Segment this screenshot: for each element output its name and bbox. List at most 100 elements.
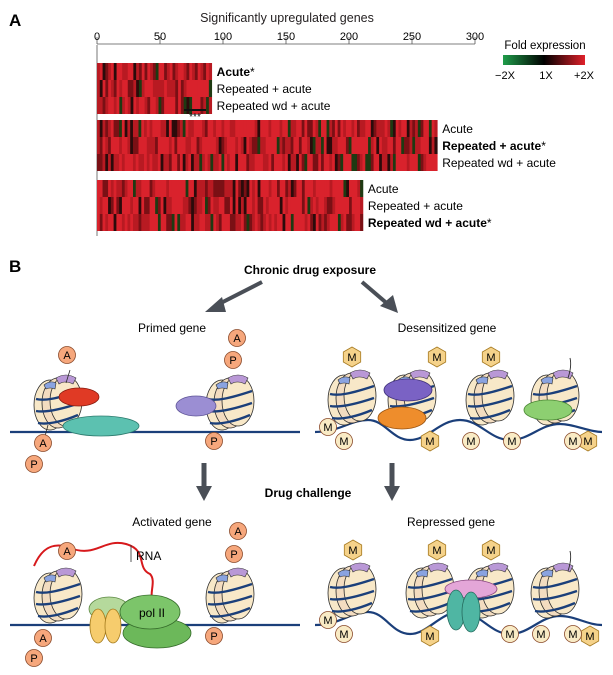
arrowhead-to-repressed <box>384 486 400 501</box>
svg-text:M: M <box>585 631 594 643</box>
fold-expression-legend: Fold expression −2X 1X +2X <box>495 40 595 82</box>
methylation-mark: M <box>335 625 353 643</box>
challenge-arrows <box>196 463 400 501</box>
acetylation-mark: A <box>34 434 52 452</box>
methylation-hex-mark: M <box>427 346 447 368</box>
svg-text:A: A <box>233 333 241 345</box>
arrowhead-to-primed <box>205 297 226 312</box>
rna-label: RNA <box>136 549 161 563</box>
heatmap-row-label: Repeated + acute* <box>442 139 546 153</box>
methylation-mark: M <box>319 418 337 436</box>
activated-gene-label: Activated gene <box>132 515 212 529</box>
axis-tick-label: 300 <box>466 31 484 43</box>
red-complex <box>58 387 100 407</box>
methylation-hex-mark: M <box>580 625 600 647</box>
methylation-hex-mark: M <box>420 625 440 647</box>
svg-text:P: P <box>210 631 217 643</box>
svg-text:M: M <box>568 629 577 641</box>
phosphorylation-mark: P <box>224 351 242 369</box>
teal-complex <box>62 415 140 437</box>
acetylation-mark: A <box>58 346 76 364</box>
legend-label-mid: 1X <box>539 70 553 82</box>
acetylation-mark: A <box>58 542 76 560</box>
svg-text:M: M <box>466 436 475 448</box>
axis-tick-label: 50 <box>154 31 166 43</box>
methylation-mark: M <box>335 432 353 450</box>
svg-text:M: M <box>568 436 577 448</box>
drug-challenge-label: Drug challenge <box>265 486 352 500</box>
methylation-hex-mark: M <box>578 430 598 452</box>
svg-text:A: A <box>39 633 47 645</box>
svg-text:P: P <box>229 355 236 367</box>
methylation-mark: M <box>503 432 521 450</box>
svg-text:M: M <box>432 545 441 557</box>
svg-text:A: A <box>63 546 71 558</box>
svg-text:A: A <box>63 350 71 362</box>
heatmap-row-label: Repeated wd + acute <box>217 99 331 113</box>
phosphorylation-mark: P <box>225 545 243 563</box>
svg-text:M: M <box>507 436 516 448</box>
purple-complex <box>175 395 217 417</box>
svg-text:M: M <box>486 545 495 557</box>
axis-tick-label: 100 <box>214 31 232 43</box>
methylation-hex-mark: M <box>481 346 501 368</box>
methylation-mark: M <box>462 432 480 450</box>
phosphorylation-mark: P <box>25 455 43 473</box>
svg-text:M: M <box>323 422 332 434</box>
chronic-arrows <box>205 280 398 313</box>
methylation-hex-mark: M <box>343 539 363 561</box>
arrowhead-to-activated <box>196 486 212 501</box>
methylation-hex-mark: M <box>420 430 440 452</box>
teal-repressor-right <box>461 591 481 633</box>
phosphorylation-mark: P <box>205 627 223 645</box>
methylation-hex-mark: M <box>427 539 447 561</box>
svg-text:M: M <box>486 352 495 364</box>
svg-text:M: M <box>505 629 514 641</box>
axis-tick-label: 250 <box>403 31 421 43</box>
heatmap-row-label: Repeated wd + acute <box>442 156 556 170</box>
heatmap-row-label: Acute* <box>217 65 255 79</box>
panel-b-letter: B <box>9 257 21 276</box>
heatmap-row-label: Acute <box>442 122 473 136</box>
legend-title: Fold expression <box>504 40 585 52</box>
methylation-mark: M <box>532 625 550 643</box>
heatmap-row-label: Repeated + acute <box>368 199 463 213</box>
axis-tick-label: 0 <box>94 31 100 43</box>
heatmap <box>97 63 438 231</box>
green-complex <box>523 399 573 421</box>
yellow-factor-left <box>89 608 107 644</box>
heatmap-axis-title: Significantly upregulated genes <box>200 11 374 25</box>
axis-tick-label: 150 <box>277 31 295 43</box>
pol-ii-label: pol II <box>139 606 165 620</box>
dna-strand <box>314 418 603 442</box>
methylation-mark: M <box>319 611 337 629</box>
svg-text:M: M <box>348 545 357 557</box>
heatmap-row-label: Repeated wd + acute* <box>368 216 492 230</box>
legend-gradient <box>503 55 585 65</box>
acetylation-mark: A <box>34 629 52 647</box>
phosphorylation-mark: P <box>25 649 43 667</box>
methylation-hex-mark: M <box>481 539 501 561</box>
acetylation-mark: A <box>228 329 246 347</box>
legend-label-high: +2X <box>574 70 595 82</box>
svg-text:M: M <box>339 629 348 641</box>
orange-repressor-complex <box>377 406 427 430</box>
svg-text:M: M <box>323 615 332 627</box>
methylation-mark: M <box>564 432 582 450</box>
heatmap-row-label: Repeated + acute <box>217 82 312 96</box>
chronic-drug-exposure-label: Chronic drug exposure <box>244 263 376 277</box>
svg-text:P: P <box>230 549 237 561</box>
svg-text:P: P <box>210 436 217 448</box>
repressed-gene-label: Repressed gene <box>407 515 495 529</box>
svg-text:M: M <box>425 631 434 643</box>
rna-strand <box>33 541 154 599</box>
arrowhead-to-desensitized <box>380 295 398 313</box>
svg-text:M: M <box>425 436 434 448</box>
heatmap-row-label: Acute <box>368 182 399 196</box>
significance-mark: *** <box>189 112 201 123</box>
